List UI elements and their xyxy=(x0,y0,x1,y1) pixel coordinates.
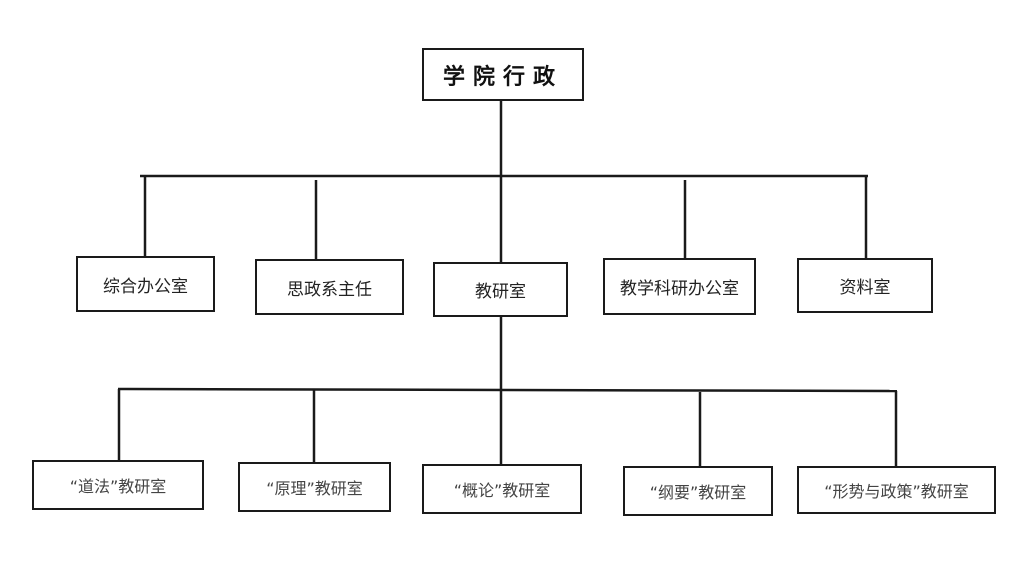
level2-node-daofa: “道法”教研室 xyxy=(32,460,204,510)
level2-label: “概论”教研室 xyxy=(453,481,551,500)
connector-level2-bus xyxy=(117,387,898,393)
level1-label: 资料室 xyxy=(839,278,891,298)
level2-node-xingshi-zhengce: “形势与政策”教研室 xyxy=(797,466,996,514)
level2-node-gangyao: “纲要”教研室 xyxy=(623,466,773,516)
level2-label: “形势与政策”教研室 xyxy=(824,482,969,501)
level2-label: “原理”教研室 xyxy=(266,479,363,498)
level1-label: 综合办公室 xyxy=(103,276,188,297)
level1-label: 思政系主任 xyxy=(287,279,372,300)
level2-node-yuanli: “原理”教研室 xyxy=(238,462,391,512)
level2-label: “纲要”教研室 xyxy=(649,483,747,502)
level2-label: “道法”教研室 xyxy=(69,477,167,496)
root-node: 学院行政 xyxy=(422,48,584,101)
level1-node-comprehensive-office: 综合办公室 xyxy=(76,256,215,312)
level2-node-gailun: “概论”教研室 xyxy=(422,464,582,514)
level1-label: 教研室 xyxy=(475,282,526,302)
level1-node-teaching-research-admin-office: 教学科研办公室 xyxy=(603,258,756,315)
level1-node-archives-room: 资料室 xyxy=(797,258,933,313)
root-label: 学院行政 xyxy=(442,64,563,90)
level1-label: 教学科研办公室 xyxy=(620,279,739,299)
level1-node-teaching-research-office: 教研室 xyxy=(433,262,568,317)
level1-node-ideological-dept-head: 思政系主任 xyxy=(255,259,404,315)
